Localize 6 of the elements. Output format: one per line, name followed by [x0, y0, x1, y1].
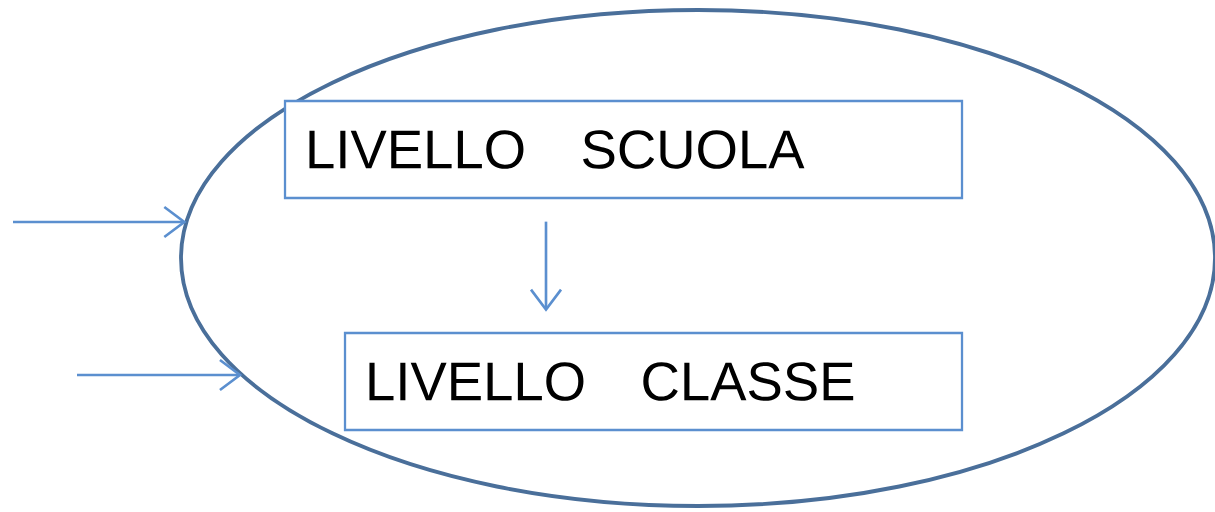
ellipse-outline — [179, 8, 1215, 508]
level-box: LIVELLO CLASSE — [343, 331, 964, 432]
arrow — [13, 205, 187, 239]
level-box: LIVELLO SCUOLA — [283, 99, 964, 200]
arrow — [529, 221, 563, 312]
arrow — [77, 358, 243, 392]
